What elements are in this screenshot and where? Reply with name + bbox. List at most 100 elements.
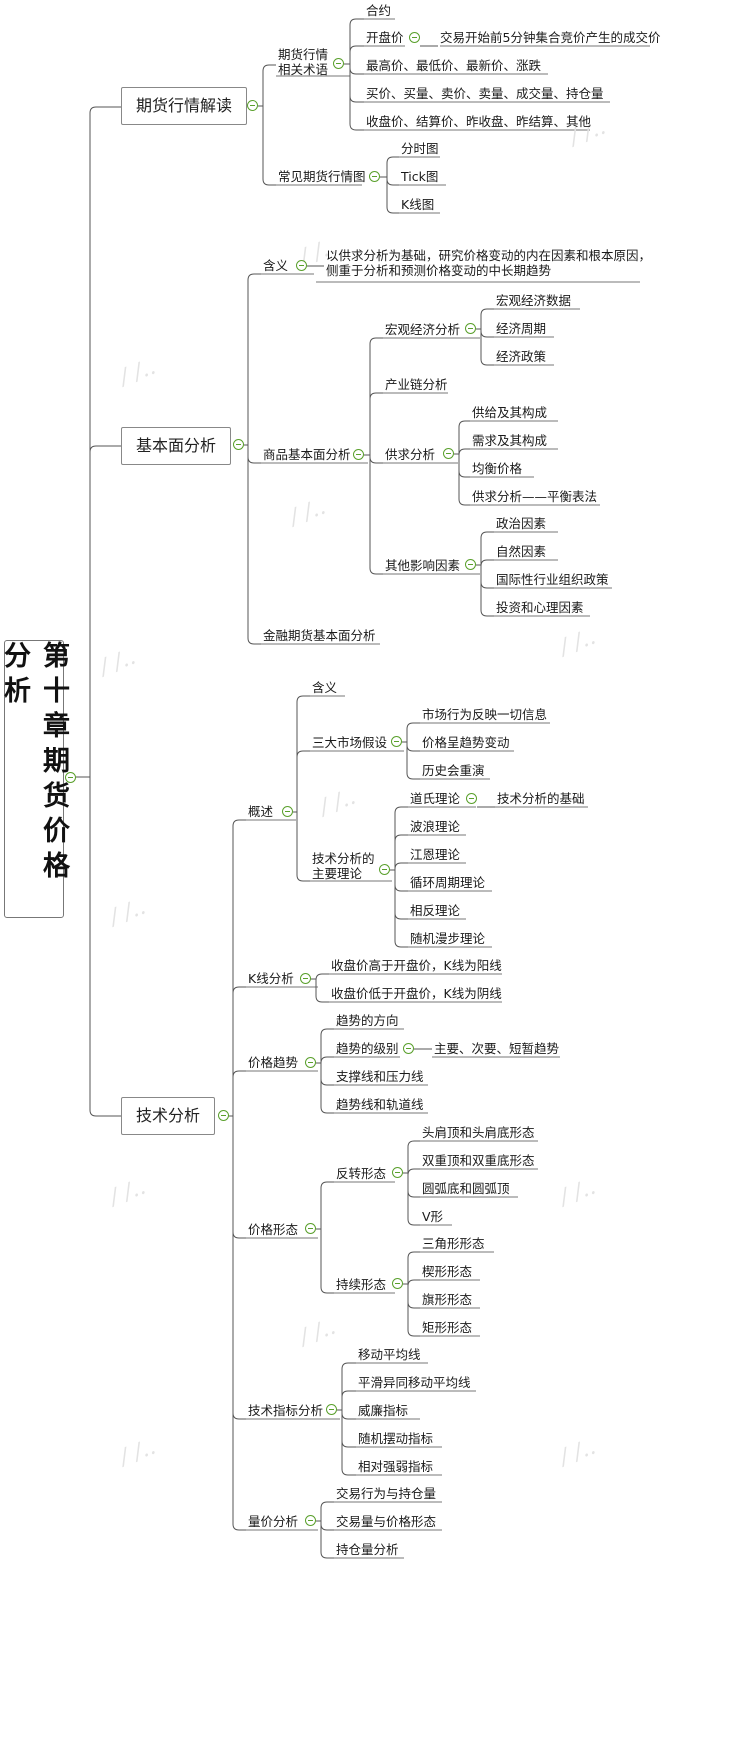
macro-cycle[interactable]: 经济周期 [496,321,547,336]
node-main-theories[interactable]: 技术分析的主要理论 [312,851,375,881]
theory-contrary[interactable]: 相反理论 [410,903,461,918]
collapse-icon[interactable] [379,864,390,875]
collapse-icon[interactable] [305,1515,316,1526]
fund-meaning-text[interactable]: 以供求分析为基础，研究价格变动的内在因素和根本原因，侧重于分析和预测价格变动的中… [326,248,651,278]
macro-data[interactable]: 宏观经济数据 [496,293,572,308]
collapse-icon[interactable] [465,323,476,334]
node-continuation[interactable]: 持续形态 [336,1277,387,1292]
chart-tick[interactable]: Tick图 [401,169,439,184]
term-bid-ask[interactable]: 买价、买量、卖价、卖量、成交量、持仓量 [366,86,604,101]
trend-direction[interactable]: 趋势的方向 [336,1013,399,1028]
branch-quote-reading[interactable]: 期货行情解读 [121,87,248,125]
node-macro[interactable]: 宏观经济分析 [385,322,461,337]
branch-technical[interactable]: 技术分析 [121,1097,216,1135]
node-reversal[interactable]: 反转形态 [336,1166,387,1181]
node-commodity-fund[interactable]: 商品基本面分析 [263,447,351,462]
root-topic[interactable]: 第十章期货价格分析 [0,640,69,918]
chart-kline[interactable]: K线图 [401,197,435,212]
node-fund-meaning[interactable]: 含义 [263,258,289,273]
collapse-icon[interactable] [218,1110,229,1121]
term-contract[interactable]: 合约 [366,3,392,18]
node-supply-demand[interactable]: 供求分析 [385,447,436,462]
collapse-icon[interactable] [282,806,293,817]
collapse-icon[interactable] [305,1223,316,1234]
volume-oi[interactable]: 交易行为与持仓量 [336,1486,437,1501]
collapse-icon[interactable] [443,448,454,459]
collapse-icon[interactable] [409,32,420,43]
term-close-settle[interactable]: 收盘价、结算价、昨收盘、昨结算、其他 [366,114,592,129]
cont-flag[interactable]: 旗形形态 [422,1292,473,1307]
trend-level[interactable]: 趋势的级别 [336,1041,399,1056]
branch-fundamental[interactable]: 基本面分析 [121,427,232,465]
node-volume-price[interactable]: 量价分析 [248,1514,299,1529]
cont-rectangle[interactable]: 矩形形态 [422,1320,473,1335]
assumption-2[interactable]: 价格呈趋势变动 [422,735,510,750]
node-price-trend[interactable]: 价格趋势 [248,1055,299,1070]
kline-yang[interactable]: 收盘价高于开盘价，K线为阳线 [331,958,502,973]
factor-political[interactable]: 政治因素 [496,516,547,531]
collapse-icon[interactable] [233,439,244,450]
term-open-price[interactable]: 开盘价 [366,30,404,45]
demand[interactable]: 需求及其构成 [472,433,548,448]
kline-yin[interactable]: 收盘价低于开盘价，K线为阴线 [331,986,502,1001]
assumption-3[interactable]: 历史会重演 [422,763,485,778]
tech-meaning[interactable]: 含义 [312,680,338,695]
balance-sheet-method[interactable]: 供求分析——平衡表法 [472,489,598,504]
indicator-macd[interactable]: 平滑异同移动平均线 [358,1375,471,1390]
node-price-pattern[interactable]: 价格形态 [248,1222,299,1237]
reversal-round[interactable]: 圆弧底和圆弧顶 [422,1181,510,1196]
open-interest[interactable]: 持仓量分析 [336,1542,399,1557]
indicator-rsi[interactable]: 相对强弱指标 [358,1459,434,1474]
collapse-icon[interactable] [305,1057,316,1068]
trend-level-note[interactable]: 主要、次要、短暂趋势 [434,1041,560,1056]
node-kline-analysis[interactable]: K线分析 [248,971,294,986]
reversal-v[interactable]: V形 [422,1209,444,1224]
collapse-icon[interactable] [326,1404,337,1415]
equilibrium-price[interactable]: 均衡价格 [472,461,523,476]
collapse-icon[interactable] [403,1043,414,1054]
node-financial-fund[interactable]: 金融期货基本面分析 [263,628,376,643]
supply[interactable]: 供给及其构成 [472,405,548,420]
assumption-1[interactable]: 市场行为反映一切信息 [422,707,548,722]
support-resistance[interactable]: 支撑线和压力线 [336,1069,424,1084]
node-three-assumptions[interactable]: 三大市场假设 [312,735,388,750]
term-high-low[interactable]: 最高价、最低价、最新价、涨跌 [366,58,542,73]
collapse-icon[interactable] [391,736,402,747]
collapse-icon[interactable] [466,793,477,804]
indicator-ma[interactable]: 移动平均线 [358,1347,421,1362]
collapse-icon[interactable] [465,559,476,570]
trendline-channel[interactable]: 趋势线和轨道线 [336,1097,424,1112]
collapse-icon[interactable] [353,449,364,460]
open-price-note[interactable]: 交易开始前5分钟集合竞价产生的成交价 [440,30,661,45]
node-other-factors[interactable]: 其他影响因素 [385,558,461,573]
collapse-icon[interactable] [296,260,307,271]
macro-policy[interactable]: 经济政策 [496,349,547,364]
node-indicators[interactable]: 技术指标分析 [248,1403,324,1418]
theory-cycle[interactable]: 循环周期理论 [410,875,486,890]
node-industry-chain[interactable]: 产业链分析 [385,377,448,392]
collapse-icon[interactable] [392,1278,403,1289]
collapse-icon[interactable] [247,100,258,111]
dow-note[interactable]: 技术分析的基础 [497,791,585,806]
theory-dow[interactable]: 道氏理论 [410,791,461,806]
collapse-icon[interactable] [333,58,344,69]
volume-pattern[interactable]: 交易量与价格形态 [336,1514,437,1529]
reversal-hs[interactable]: 头肩顶和头肩底形态 [422,1125,535,1140]
node-overview[interactable]: 概述 [248,804,274,819]
collapse-icon[interactable] [65,772,76,783]
indicator-kdj[interactable]: 随机摆动指标 [358,1431,434,1446]
indicator-williams[interactable]: 威廉指标 [358,1403,409,1418]
cont-triangle[interactable]: 三角形形态 [422,1236,485,1251]
collapse-icon[interactable] [300,973,311,984]
collapse-icon[interactable] [369,171,380,182]
reversal-double[interactable]: 双重顶和双重底形态 [422,1153,535,1168]
theory-wave[interactable]: 波浪理论 [410,819,461,834]
factor-psychology[interactable]: 投资和心理因素 [496,600,584,615]
factor-natural[interactable]: 自然因素 [496,544,547,559]
node-quote-charts[interactable]: 常见期货行情图 [278,169,366,184]
node-quote-terms[interactable]: 期货行情相关术语 [278,47,328,77]
factor-intl-org[interactable]: 国际性行业组织政策 [496,572,609,587]
theory-gann[interactable]: 江恩理论 [410,847,461,862]
cont-wedge[interactable]: 楔形形态 [422,1264,473,1279]
collapse-icon[interactable] [392,1167,403,1178]
